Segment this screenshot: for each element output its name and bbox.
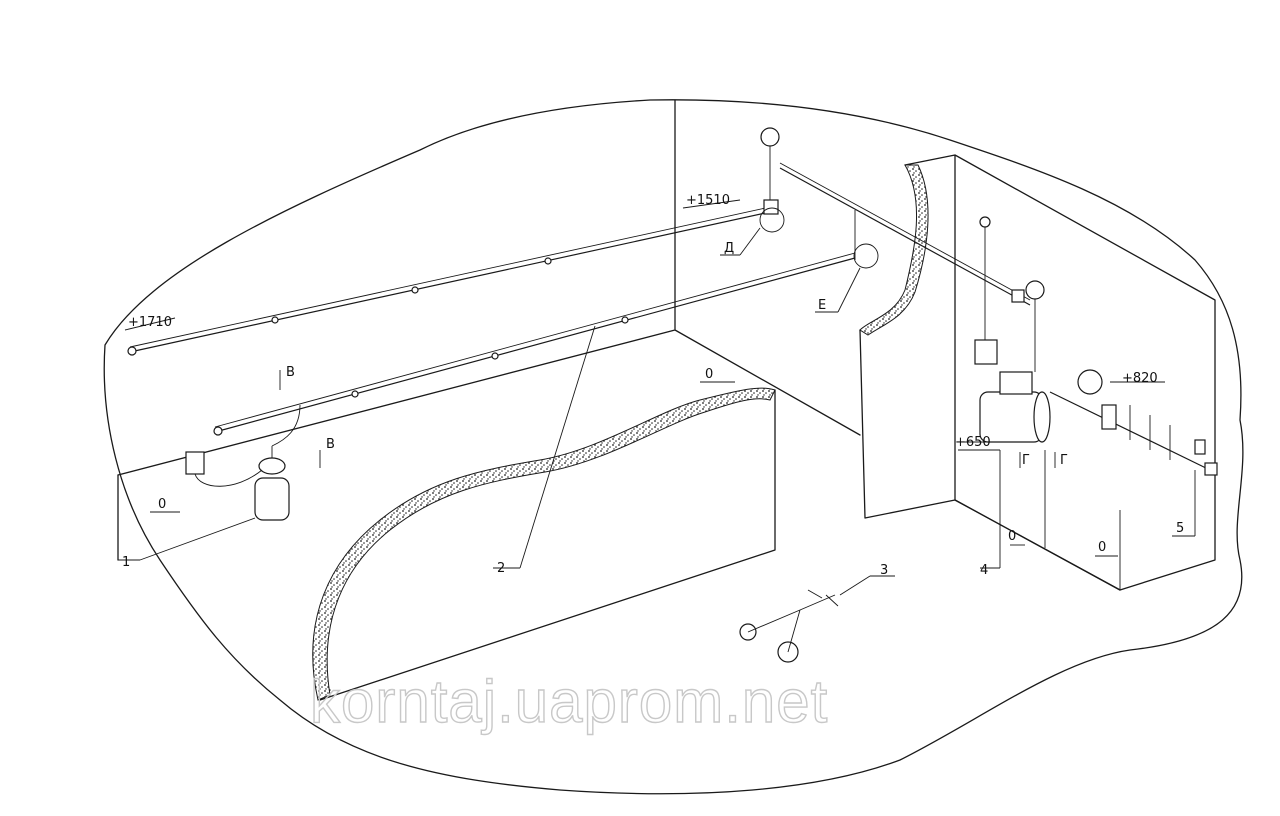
callout-d-circle: [759, 207, 785, 233]
back-wall: [117, 99, 861, 476]
pipe-lower: [214, 257, 856, 433]
mobile-cart: [739, 589, 839, 663]
level-1510-label: +1510: [686, 193, 730, 208]
zero-left-label: 0: [158, 497, 166, 512]
callout-d-label: Д: [724, 241, 734, 256]
zero-mid-label: 0: [705, 367, 713, 382]
section-b-bottom-label: B: [326, 437, 335, 452]
section-g-right-label: Г: [1060, 453, 1068, 468]
level-820-label: +820: [1122, 371, 1158, 386]
pipe-lower-couplings: [213, 316, 629, 436]
pipe-to-station: [779, 167, 1031, 306]
position-4-label: 4: [980, 563, 988, 578]
zero-right-b-label: 0: [1098, 540, 1106, 555]
callout-e-label: Е: [818, 298, 826, 313]
cut-wall-center: [319, 389, 776, 701]
position-5-label: 5: [1176, 521, 1184, 536]
position-2-label: 2: [497, 561, 505, 576]
level-650-label: +650: [955, 435, 991, 450]
pressure-gauge-top: [760, 127, 780, 215]
partition-stipple: [859, 164, 929, 336]
gas-cylinder: [185, 404, 301, 521]
watermark: korntaj.uaprom.net: [310, 668, 828, 735]
section-b-top-label: B: [286, 365, 295, 380]
zero-right-a-label: 0: [1008, 529, 1016, 544]
section-g-left-label: Г: [1022, 453, 1030, 468]
outline-boundary: [103, 99, 1244, 795]
position-1-label: 1: [122, 555, 130, 570]
floor-right-edge: [954, 499, 1121, 591]
position-3-label: 3: [880, 563, 888, 578]
pipe-upper-couplings: [127, 257, 552, 356]
manifold-assembly: [1049, 369, 1218, 476]
pump-station: [974, 216, 1051, 443]
callout-e-circle: [853, 243, 879, 269]
pipe-upper: [129, 211, 771, 353]
cut-wall-stipple: [312, 387, 776, 701]
level-1710-label: +1710: [128, 315, 172, 330]
partition-wall: [859, 154, 1216, 591]
